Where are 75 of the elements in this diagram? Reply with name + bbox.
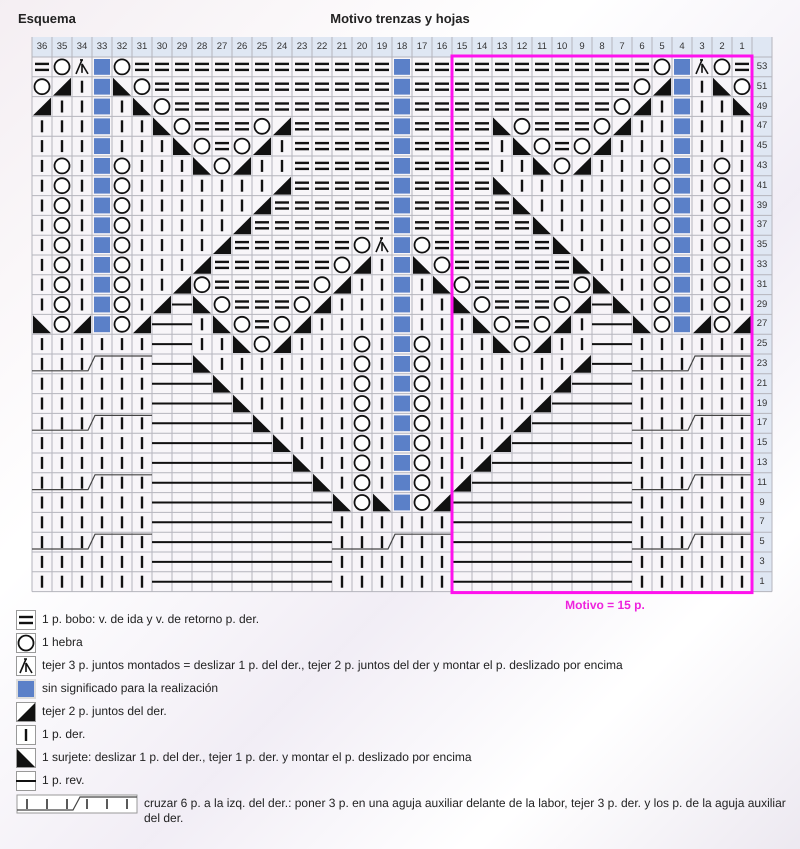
column-number: 35: [56, 40, 68, 54]
column-number: 30: [156, 40, 168, 54]
column-number: 32: [116, 40, 128, 54]
row-number: 5: [758, 535, 766, 550]
row-number: 29: [756, 298, 768, 312]
row-number: 53: [756, 60, 768, 74]
legend-text: 1 p. der.: [42, 726, 86, 742]
legend-text: 1 hebra: [42, 634, 84, 650]
row-number: 49: [756, 100, 768, 114]
row-number: 21: [756, 376, 768, 391]
column-number: 20: [356, 40, 368, 54]
column-number: 29: [176, 40, 188, 54]
column-number: 3: [698, 40, 706, 54]
motif-note: Motivo = 15 p.: [564, 598, 646, 612]
row-number: 51: [756, 80, 768, 94]
column-number: 19: [376, 40, 388, 54]
column-number: 5: [658, 40, 666, 54]
row-number: 37: [756, 218, 768, 232]
column-number: 23: [296, 40, 308, 54]
column-number: 11: [536, 40, 548, 54]
column-number: 26: [236, 40, 248, 54]
row-number: 39: [756, 198, 768, 213]
column-number: 27: [216, 40, 228, 54]
legend-text: cruzar 6 p. a la izq. del der.: poner 3 p. en una aguja auxiliar delante de la labor, tejer 3 p. der. y los p. de la aguja auxiliar del der.: [144, 795, 786, 826]
column-number: 10: [556, 40, 568, 54]
column-number: 4: [678, 40, 686, 54]
legend-text: 1 p. bobo: v. de ida y v. de retorno p. der.: [42, 611, 260, 627]
legend-text: tejer 2 p. juntos del der.: [42, 703, 168, 719]
column-number: 2: [718, 40, 726, 54]
chart-heading: Esquema: [18, 11, 76, 26]
column-number: 13: [496, 40, 508, 54]
row-number: 15: [756, 436, 768, 450]
column-number: 17: [416, 40, 428, 54]
row-number: 25: [756, 337, 768, 352]
column-number: 1: [738, 40, 746, 54]
row-number: 33: [756, 258, 768, 272]
row-number: 31: [756, 278, 768, 292]
row-number: 43: [756, 159, 768, 173]
row-number: 7: [758, 515, 766, 530]
column-number: 18: [396, 40, 408, 54]
legend-text: sin significado para la realización: [42, 680, 220, 696]
row-number: 23: [756, 357, 768, 371]
column-number: 34: [76, 40, 88, 54]
column-number: 15: [456, 40, 468, 54]
column-number: 6: [638, 40, 646, 54]
column-number: 12: [516, 40, 528, 54]
row-number: 45: [756, 139, 768, 154]
legend-text: 1 p. rev.: [42, 772, 86, 788]
row-number: 19: [756, 396, 768, 411]
column-number: 9: [578, 40, 586, 54]
column-number: 7: [618, 40, 626, 54]
column-number: 8: [598, 40, 606, 54]
column-number: 28: [196, 40, 208, 54]
column-number: 21: [336, 40, 348, 54]
column-number: 24: [276, 40, 288, 54]
row-number: 41: [756, 178, 768, 193]
row-number: 17: [756, 416, 768, 430]
column-number: 36: [36, 40, 48, 54]
column-number: 16: [436, 40, 448, 54]
row-number: 27: [756, 317, 768, 332]
row-number: 3: [758, 555, 766, 569]
row-number: 9: [758, 496, 766, 510]
column-number: 25: [256, 40, 268, 54]
column-number: 22: [316, 40, 328, 54]
row-number: 13: [756, 456, 768, 470]
row-number: 1: [758, 574, 766, 589]
row-number: 47: [756, 119, 768, 134]
row-number: 11: [756, 476, 768, 490]
legend-text: tejer 3 p. juntos montados = deslizar 1 p. del der., tejer 2 p. juntos del der y montar el p. deslizado por encima: [42, 657, 624, 673]
column-number: 33: [96, 40, 108, 54]
column-number: 31: [136, 40, 148, 54]
row-number: 35: [756, 238, 768, 252]
legend-text: 1 surjete: deslizar 1 p. del der., tejer 1 p. der. y montar el p. deslizado por encima: [42, 749, 473, 765]
column-number: 14: [476, 40, 488, 54]
chart-title: Motivo trenzas y hojas: [329, 11, 471, 26]
